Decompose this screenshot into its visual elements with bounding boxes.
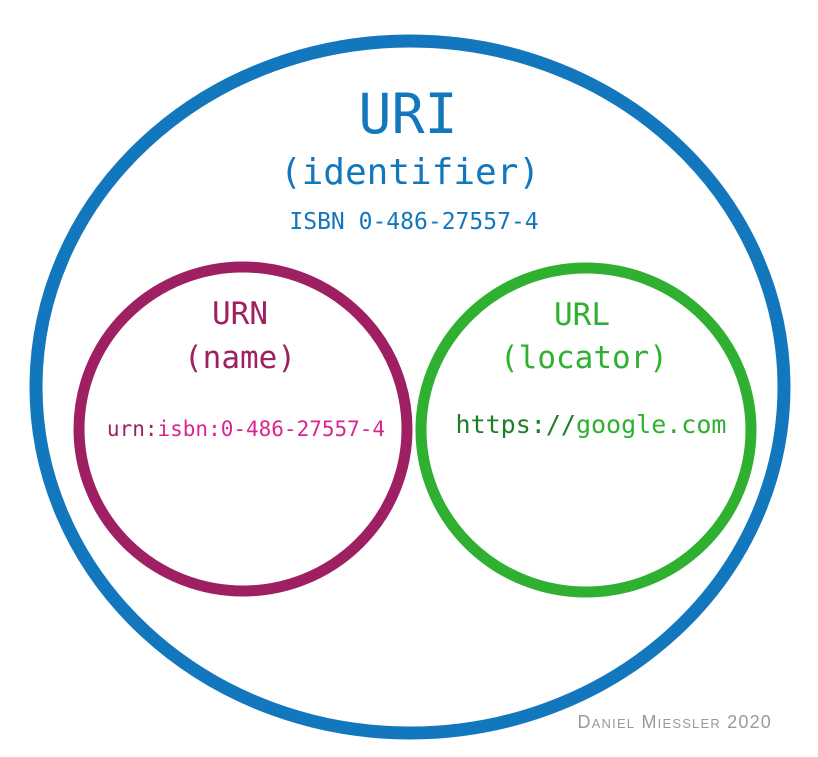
urn-example-value: isbn:0-486-27557-4	[158, 417, 386, 441]
uri-label: URI	[358, 82, 457, 146]
urn-example-text: urn:isbn:0-486-27557-4	[107, 417, 385, 441]
uri-sublabel: (identifier)	[280, 152, 540, 193]
credit-text: Daniel Miessler 2020	[577, 712, 772, 732]
url-example-text: https://google.com	[456, 410, 727, 439]
uri-example-text: ISBN 0-486-27557-4	[289, 209, 538, 235]
urn-circle-outline	[73, 261, 413, 597]
uri-circle-outline	[29, 34, 791, 740]
url-label: URL	[554, 297, 610, 333]
urn-sublabel: (name)	[184, 340, 296, 376]
url-sublabel: (locator)	[500, 340, 668, 376]
url-example-value: google.com	[576, 410, 727, 439]
url-circle-outline	[415, 262, 757, 598]
url-example-scheme: https://	[456, 410, 576, 439]
urn-label: URN	[212, 296, 268, 332]
urn-example-scheme: urn:	[107, 417, 158, 441]
